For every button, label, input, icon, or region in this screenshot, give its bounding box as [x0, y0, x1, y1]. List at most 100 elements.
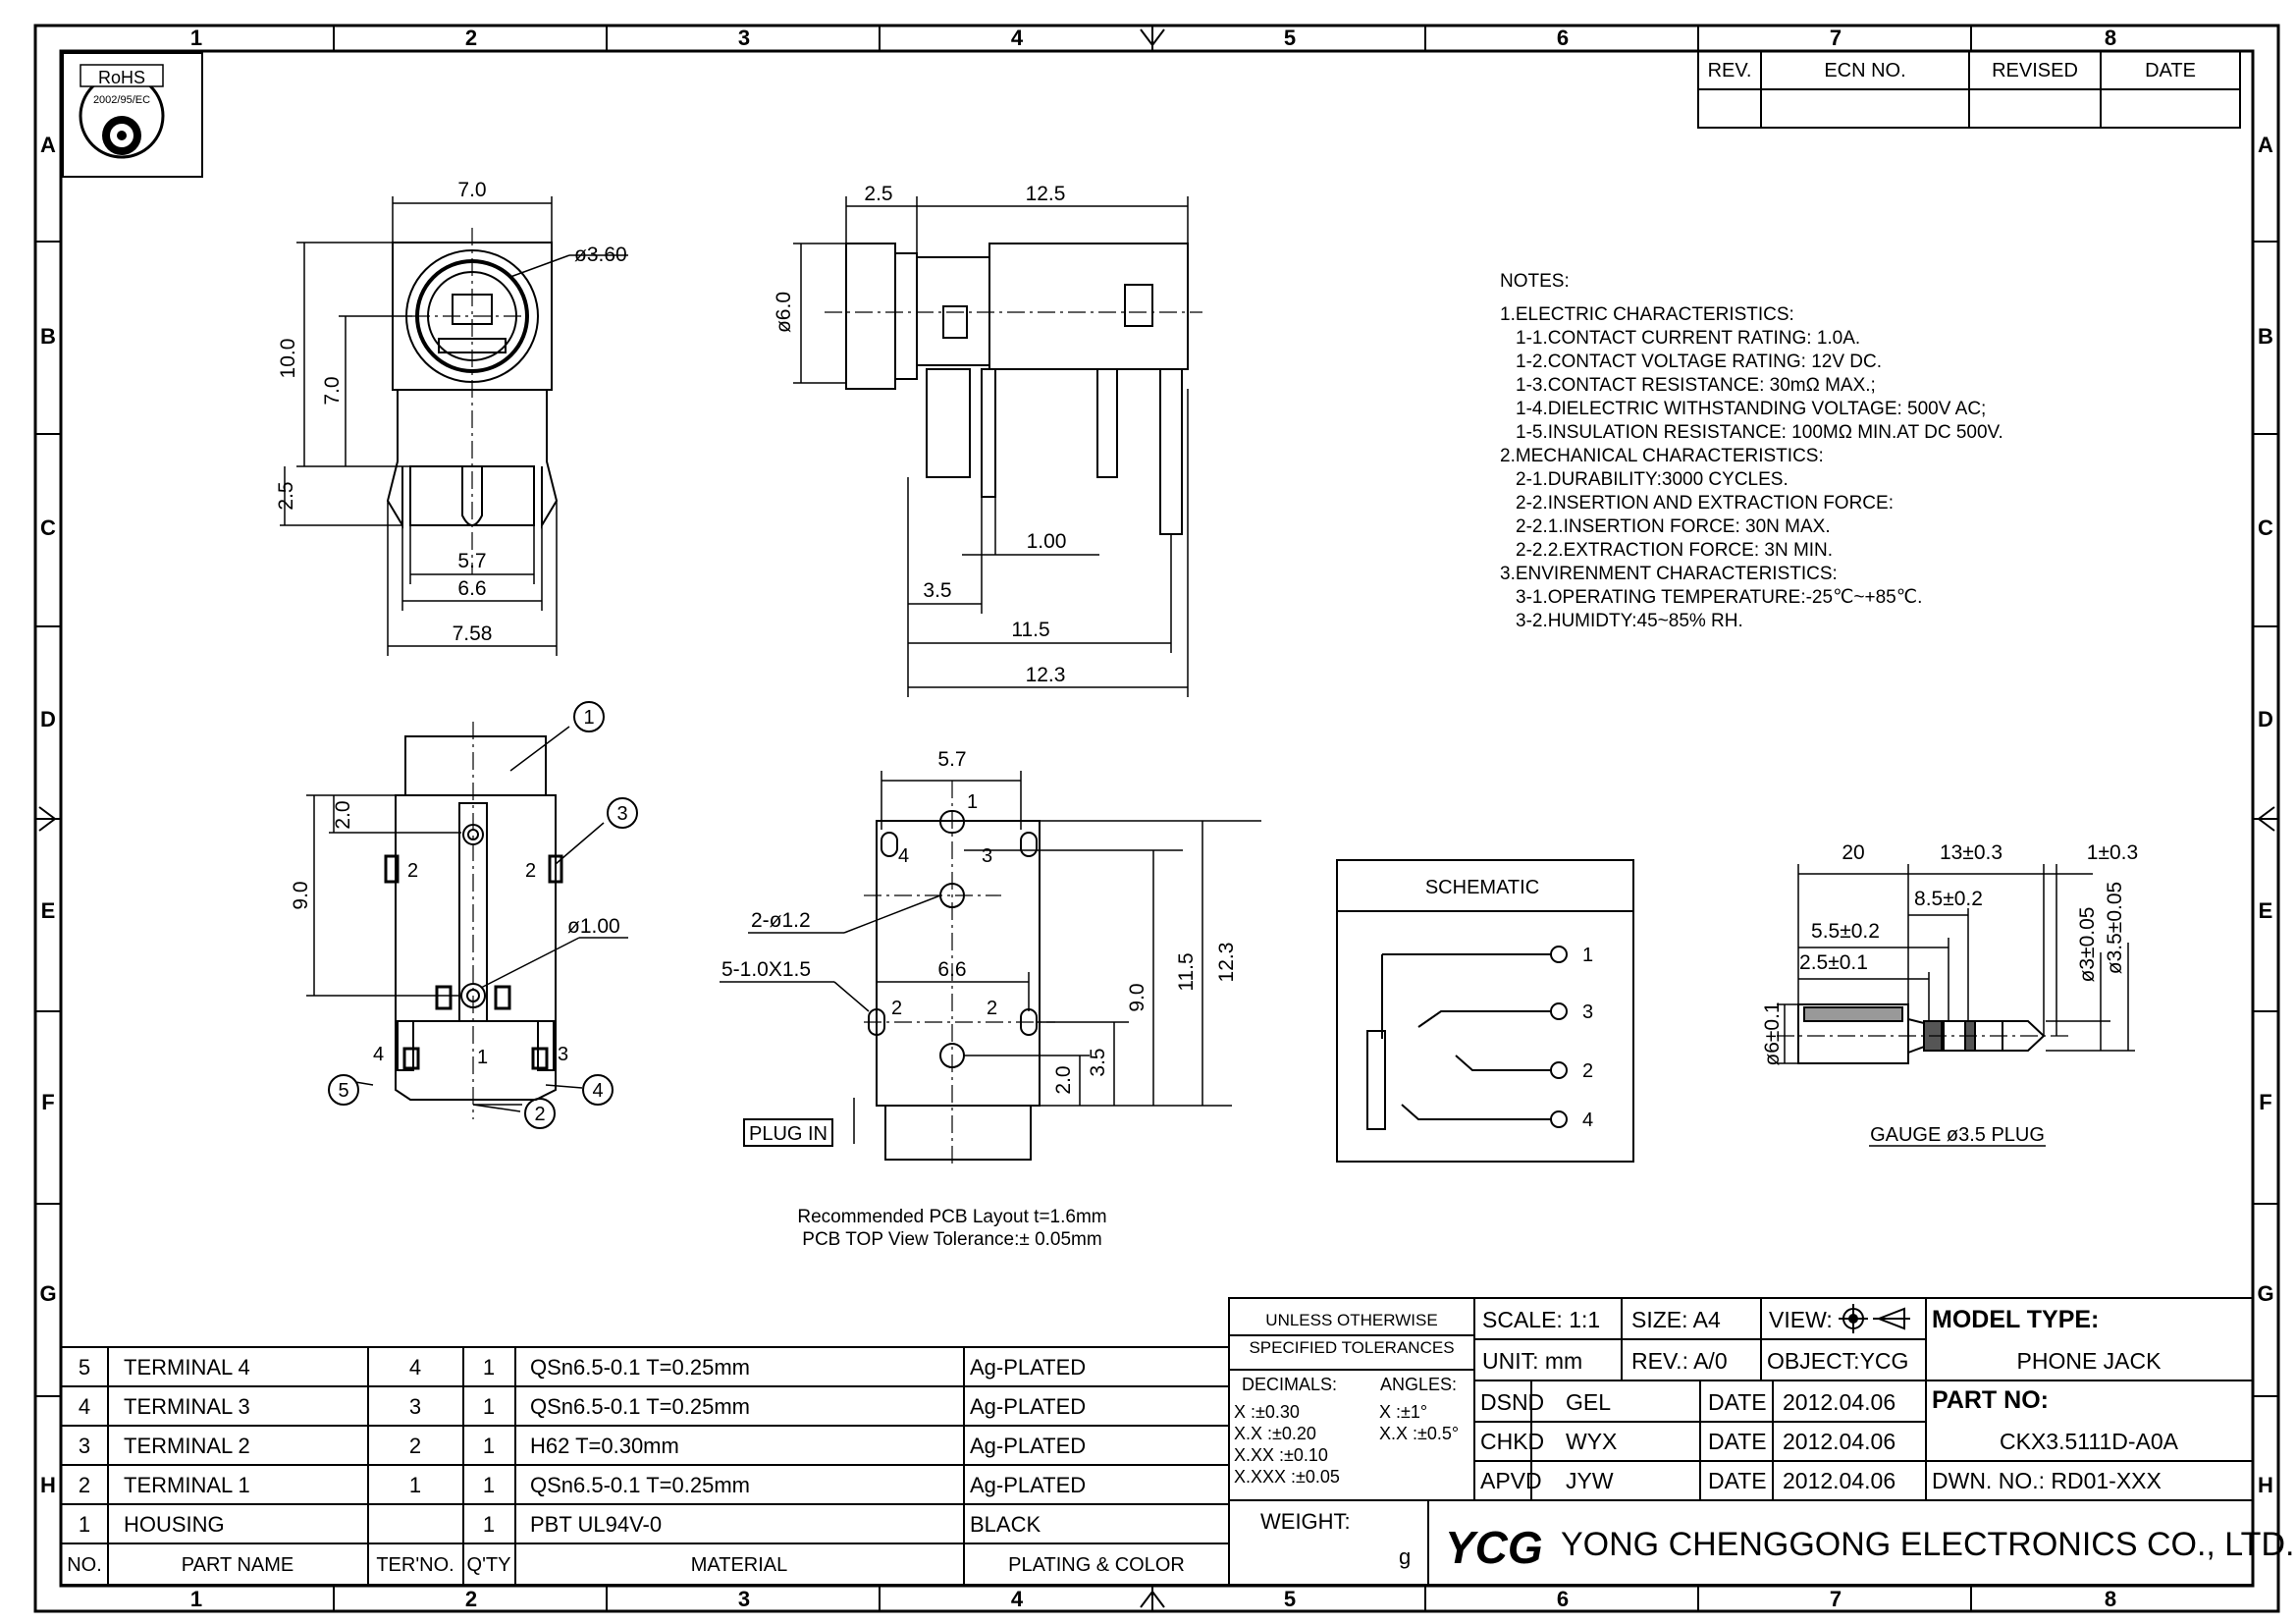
zone-row-B-right: B [2258, 324, 2273, 349]
dim-front-66: 6.6 [457, 577, 486, 600]
bom-cell: 1 [483, 1355, 495, 1380]
view-field: VIEW: [1769, 1307, 1833, 1332]
dim-plug-13: 13±0.3 [1940, 841, 2002, 864]
dsnd-label: DSND [1480, 1389, 1544, 1415]
weight-unit: g [1399, 1544, 1411, 1569]
bom-header-material: MATERIAL [691, 1554, 788, 1576]
chkd-name: WYX [1566, 1429, 1617, 1454]
dim-front-hole: ø3.60 [574, 244, 627, 266]
dim-plug-25: 2.5±0.1 [1799, 951, 1868, 974]
dim-side-dia: ø6.0 [773, 292, 795, 333]
notes: NOTES: 1.ELECTRIC CHARACTERISTICS: 1-1.C… [1500, 271, 2003, 631]
zone-col-2-bottom: 2 [465, 1587, 477, 1611]
zone-row-C: C [40, 515, 56, 540]
bom-header-no: NO. [67, 1554, 102, 1576]
dim-side-25: 2.5 [864, 183, 892, 205]
pcb-pin-1: 1 [967, 791, 978, 813]
pcb-layout [720, 771, 1261, 1168]
note-line: 2-2.1.INSERTION FORCE: 30N MAX. [1516, 516, 1831, 537]
dim-plug-1: 1±0.3 [2087, 841, 2138, 864]
pcb-caption-2: PCB TOP View Tolerance:± 0.05mm [802, 1229, 1101, 1250]
weight-label: WEIGHT: [1260, 1509, 1351, 1534]
pcb-pin-3: 3 [982, 845, 992, 867]
note-line: 2-2.INSERTION AND EXTRACTION FORCE: [1516, 493, 1894, 514]
size-field: SIZE: A4 [1631, 1307, 1721, 1332]
bom-cell: H62 T=0.30mm [530, 1434, 679, 1458]
dim-plug-85: 8.5±0.2 [1914, 888, 1983, 910]
pcb-caption-1: Recommended PCB Layout t=1.6mm [797, 1207, 1106, 1227]
dim-pcb-57: 5.7 [937, 748, 966, 771]
bom-cell: BLACK [970, 1512, 1041, 1537]
bom-cell: 1 [483, 1512, 495, 1537]
plug-gauge: 20 13±0.3 1±0.3 8.5±0.2 5.5±0.2 2.5±0.1 … [1761, 841, 2138, 1147]
note-line: 2.MECHANICAL CHARACTERISTICS: [1500, 446, 1824, 466]
zone-row-E: E [41, 898, 56, 923]
tol-xx: X.X :±0.20 [1234, 1424, 1316, 1443]
dim-pcb-123: 12.3 [1215, 943, 1238, 983]
zone-col-7-bottom: 7 [1830, 1587, 1842, 1611]
tol-x: X :±0.30 [1234, 1402, 1300, 1422]
dim-pcb-holes: 2-ø1.2 [751, 909, 811, 932]
dim-side-123: 12.3 [1026, 664, 1066, 686]
bom-cell: 3 [409, 1394, 421, 1419]
notes-title: NOTES: [1500, 271, 1570, 292]
callout-5: 5 [338, 1080, 348, 1102]
dsnd-date: 2012.04.06 [1783, 1389, 1896, 1415]
dim-side-125: 12.5 [1026, 183, 1066, 205]
date-header: DATE [2145, 60, 2196, 81]
zone-col-6-bottom: 6 [1557, 1587, 1569, 1611]
zone-col-8-bottom: 8 [2105, 1587, 2116, 1611]
bom-cell: 3 [79, 1434, 90, 1458]
schematic-pin-3: 3 [1582, 1001, 1593, 1023]
dim-plug-55: 5.5±0.2 [1811, 920, 1880, 943]
tol-xxx: X.XX :±0.10 [1234, 1445, 1328, 1465]
bottom-view [306, 701, 638, 1129]
bom-cell: 4 [79, 1394, 90, 1419]
tol-angles: ANGLES: [1380, 1375, 1457, 1394]
zone-row-D: D [40, 707, 56, 731]
ang-xx: X.X :±0.5° [1379, 1424, 1459, 1443]
bom-cell: 4 [409, 1355, 421, 1380]
chkd-label: CHKD [1480, 1429, 1544, 1454]
bottom-view-labels: 1 3 5 4 2 2 2 4 1 3 2.0 9.0 ø1.00 [290, 707, 628, 1125]
zone-row-F: F [41, 1090, 54, 1114]
zone-row-E-right: E [2259, 898, 2273, 923]
front-view-dims: 7.0 ø3.60 10.0 7.0 2.5 5.7 6.6 7.58 [275, 179, 627, 645]
bom-cell: Ag-PLATED [970, 1473, 1086, 1497]
rev-header: REV. [1708, 60, 1752, 81]
pin-label-1: 1 [477, 1047, 488, 1068]
dim-side-35: 3.5 [923, 579, 951, 602]
dim-front-57: 5.7 [457, 550, 486, 572]
bom-cell: 1 [483, 1434, 495, 1458]
dim-pcb-115: 11.5 [1175, 952, 1198, 991]
callout-2: 2 [534, 1104, 545, 1125]
model-type: PHONE JACK [2017, 1348, 2163, 1374]
revised-header: REVISED [1992, 60, 2078, 81]
company-logo: YCG [1445, 1522, 1543, 1573]
schematic-pin-2: 2 [1582, 1060, 1593, 1082]
zone-col-3-bottom: 3 [738, 1587, 750, 1611]
bom-cell: 1 [483, 1394, 495, 1419]
tol-xxxx: X.XXX :±0.05 [1234, 1467, 1340, 1487]
pin-label-3: 3 [558, 1044, 568, 1065]
bom-cell: QSn6.5-0.1 T=0.25mm [530, 1473, 750, 1497]
zone-col-7: 7 [1830, 26, 1842, 50]
zone-col-1: 1 [190, 26, 202, 50]
bom-cell: TERMINAL 4 [124, 1355, 250, 1380]
pin-label-4: 4 [373, 1044, 384, 1065]
zone-col-5: 5 [1284, 26, 1296, 50]
zone-row-A-right: A [2258, 133, 2273, 157]
bom-cell: 2 [79, 1473, 90, 1497]
note-line: 1.ELECTRIC CHARACTERISTICS: [1500, 304, 1794, 325]
dim-plug-d35: ø3.5±0.05 [2104, 882, 2126, 974]
schematic: SCHEMATIC 1 3 2 4 [1336, 859, 1634, 1163]
callout-1: 1 [583, 707, 594, 729]
bom-cell: HOUSING [124, 1512, 225, 1537]
dim-bottom-hole: ø1.00 [567, 915, 620, 938]
company-name: YONG CHENGGONG ELECTRONICS CO., LTD. [1561, 1526, 2294, 1563]
dwn-no: DWN. NO.: RD01-XXX [1932, 1468, 2162, 1493]
zone-row-D-right: D [2258, 707, 2273, 731]
note-line: 3-2.HUMIDTY:45~85% RH. [1516, 611, 1743, 631]
bom-cell: PBT UL94V-0 [530, 1512, 662, 1537]
